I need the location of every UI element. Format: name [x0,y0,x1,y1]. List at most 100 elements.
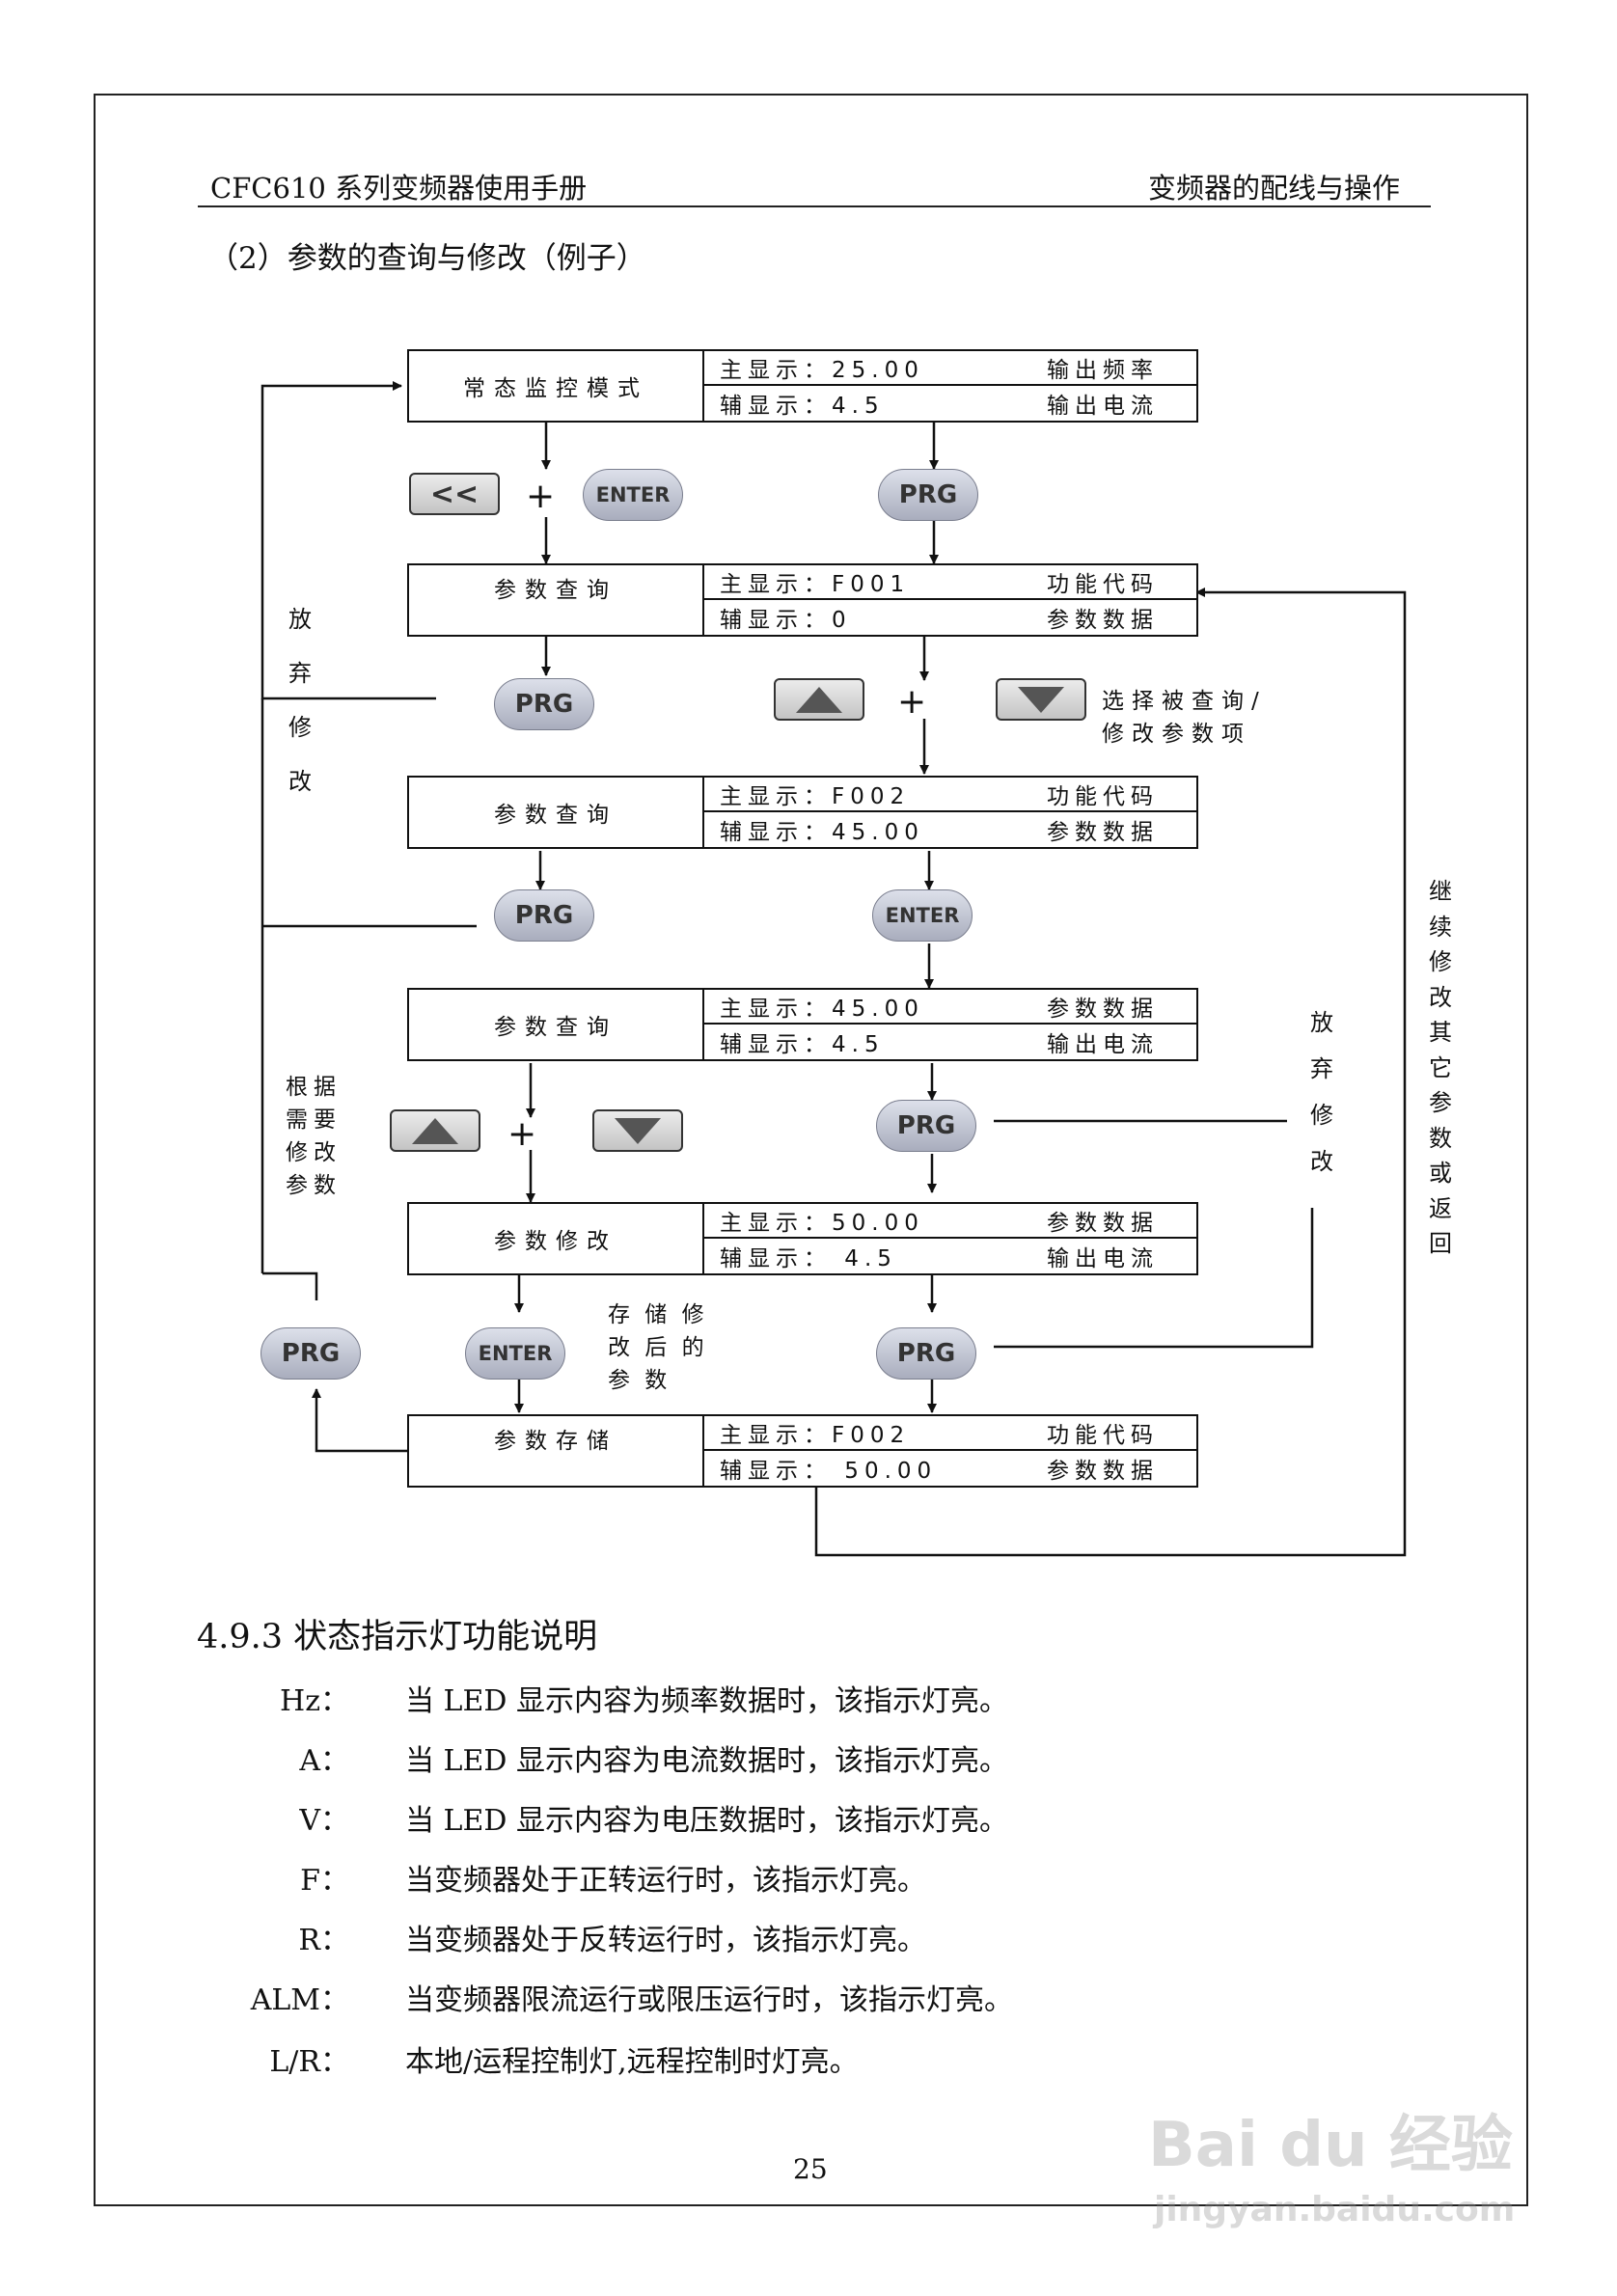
note-line: 需要 [286,1107,342,1133]
state-box-param-query-3: 参数查询 主显示：45.00 参数数据 辅显示：4.5 输出电流 [407,988,1198,1061]
prg-button[interactable]: PRG [260,1327,361,1380]
indicator-label-v: V： [299,1804,349,1838]
vchar: 它 [1429,1053,1452,1081]
note-as-needed: 根据 需要 修改 参数 [286,1071,342,1202]
main-desc: 参数数据 [1047,997,1159,1022]
vchar: 弃 [1310,1055,1333,1082]
state-box-param-query-2: 参数查询 主显示：F002 功能代码 辅显示：45.00 参数数据 [407,776,1198,849]
triangle-up-icon [412,1117,458,1144]
mode-label: 参数查询 [409,778,704,847]
indicator-label-alm: ALM： [250,1983,349,2017]
note-line: 选择被查询/ [1102,689,1267,714]
watermark-logo: Bai du 经验 [1148,2110,1513,2181]
main-desc: 功能代码 [1047,784,1159,809]
indicator-desc-alm: 当变频器限流运行或限压运行时，该指示灯亮。 [405,1983,1013,2017]
watermark-url: jingyan.baidu.com [1154,2190,1516,2229]
state-box-param-query-1: 参数查询 主显示：F001 功能代码 辅显示：0 参数数据 [407,563,1198,637]
aux-desc: 参数数据 [1047,1459,1159,1484]
abandon-modify-left: 放 弃 修 改 [286,592,315,808]
vchar: 继 [1429,878,1452,905]
mode-label: 常态监控模式 [409,351,704,421]
indicator-label-lr: L/R： [269,2045,349,2079]
prg-button[interactable]: PRG [494,889,594,942]
indicator-label-a: A： [299,1744,349,1778]
note-line: 改 后 的 [608,1335,708,1360]
abandon-modify-right: 放 弃 修 改 [1307,999,1336,1185]
page-frame [94,94,1528,2206]
main-display: 主显示：F002 [720,784,911,809]
indicator-desc-hz: 当 LED 显示内容为频率数据时，该指示灯亮。 [405,1684,1008,1718]
vchar: 修 [1310,1102,1333,1129]
vchar: 参 [1429,1089,1452,1116]
indicator-label-hz: Hz： [280,1684,349,1718]
down-button[interactable] [996,678,1086,721]
vchar: 改 [288,768,312,795]
note-select-param: 选择被查询/ 修改参数项 [1102,685,1267,751]
aux-display: 辅显示：45.00 [720,820,924,845]
main-desc: 功能代码 [1047,572,1159,597]
flow-subtitle: （2）参数的查询与修改（例子） [208,241,646,276]
page-number: 25 [793,2153,828,2185]
enter-button[interactable]: ENTER [872,889,973,942]
main-display: 主显示：50.00 [720,1211,924,1236]
plus-sign: + [507,1114,537,1154]
note-line: 修改参数项 [1102,722,1251,747]
prg-button[interactable]: PRG [876,1100,976,1152]
mode-label: 参数查询 [409,990,704,1059]
aux-desc: 输出电流 [1047,394,1159,419]
vchar: 数 [1429,1124,1452,1152]
vchar: 返 [1429,1194,1452,1222]
down-button[interactable] [592,1109,683,1152]
mode-label: 参数查询 [409,565,704,635]
shift-button[interactable]: << [409,473,500,515]
note-line: 修改 [286,1140,342,1165]
header-left: CFC610 系列变频器使用手册 [210,172,588,205]
vchar: 弃 [288,660,312,687]
note-line: 根据 [286,1075,342,1100]
continue-modify-or-return: 继 续 修 改 其 它 参 数 或 返 回 [1426,874,1455,1262]
indicator-desc-f: 当变频器处于正转运行时，该指示灯亮。 [405,1864,926,1898]
aux-desc: 输出电流 [1047,1032,1159,1057]
prg-button[interactable]: PRG [878,469,978,521]
up-button[interactable] [774,678,864,721]
main-desc: 功能代码 [1047,1423,1159,1448]
vchar: 修 [1429,948,1452,975]
aux-desc: 参数数据 [1047,820,1159,845]
plus-sign: + [897,682,927,722]
indicator-label-r: R： [298,1924,349,1957]
vchar: 续 [1429,913,1452,941]
indicator-desc-a: 当 LED 显示内容为电流数据时，该指示灯亮。 [405,1744,1008,1778]
prg-button[interactable]: PRG [876,1327,976,1380]
vchar: 改 [1429,983,1452,1011]
state-box-param-store: 参数存储 主显示：F002 功能代码 辅显示： 50.00 参数数据 [407,1414,1198,1488]
section-title: 4.9.3 状态指示灯功能说明 [197,1618,598,1656]
vchar: 修 [288,714,312,741]
aux-display: 辅显示： 50.00 [720,1459,938,1484]
main-desc: 输出频率 [1047,358,1159,383]
indicator-desc-r: 当变频器处于反转运行时，该指示灯亮。 [405,1924,926,1957]
aux-display: 辅显示：4.5 [720,1032,885,1057]
up-button[interactable] [390,1109,480,1152]
aux-desc: 输出电流 [1047,1246,1159,1271]
prg-button[interactable]: PRG [494,678,594,730]
aux-display: 辅显示：0 [720,608,852,633]
enter-button[interactable]: ENTER [465,1327,565,1380]
note-line: 参数 [286,1173,342,1198]
main-display: 主显示：F001 [720,572,911,597]
note-store-modified: 存 储 修 改 后 的 参 数 [608,1298,708,1397]
plus-sign: + [526,477,556,516]
main-display: 主显示：F002 [720,1423,911,1448]
main-display: 主显示：45.00 [720,997,924,1022]
triangle-up-icon [796,686,842,713]
enter-button[interactable]: ENTER [583,469,683,521]
mode-label: 参数存储 [409,1416,704,1486]
indicator-label-f: F： [300,1864,349,1898]
header-right: 变频器的配线与操作 [1148,172,1401,205]
aux-desc: 参数数据 [1047,608,1159,633]
vchar: 放 [1310,1009,1333,1036]
indicator-desc-lr: 本地/运程控制灯,远程控制时灯亮。 [405,2045,859,2079]
triangle-down-icon [615,1117,661,1144]
